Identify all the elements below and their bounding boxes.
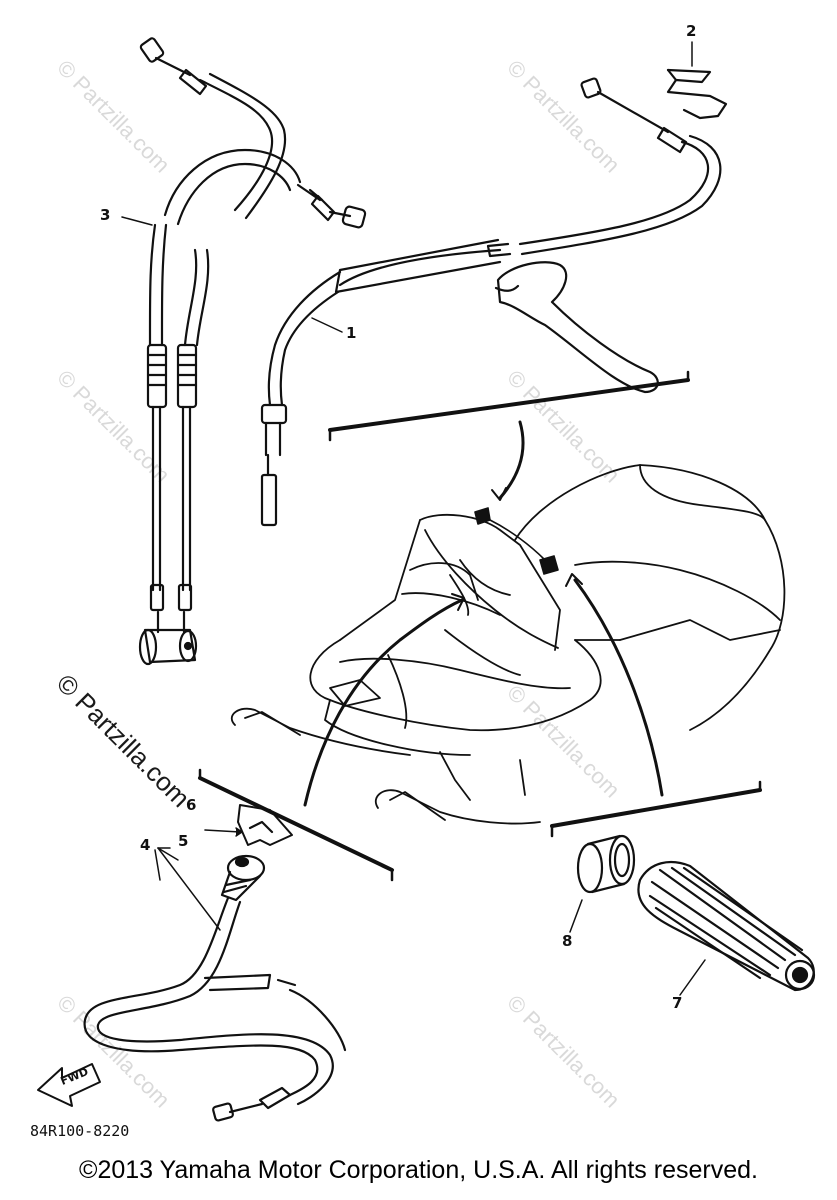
detail-panel-lower-right [550,780,816,996]
forward-direction-arrow [37,1063,101,1107]
detail-panel-lower-left [83,768,394,1122]
cable-clip-part-2 [666,41,728,120]
detail-panel-upper [328,370,690,501]
callout-6: 6 [186,796,197,814]
callout-5: 5 [178,832,189,850]
brake-lever [494,261,659,394]
callout-8: 8 [562,932,573,950]
copyright-footer: ©2013 Yamaha Motor Corporation, U.S.A. A… [79,1156,758,1184]
snowmobile-body [230,464,786,825]
callout-1: 1 [346,324,357,342]
callout-3: 3 [100,206,111,224]
callout-7: 7 [672,994,683,1012]
cable-part-1 [260,77,722,527]
drawing-code: 84R100-8220 [30,1122,130,1140]
callout-4: 4 [140,836,151,854]
throttle-cable-part-3 [121,37,367,666]
pointer-arrows [303,507,664,807]
callout-2: 2 [686,22,697,40]
